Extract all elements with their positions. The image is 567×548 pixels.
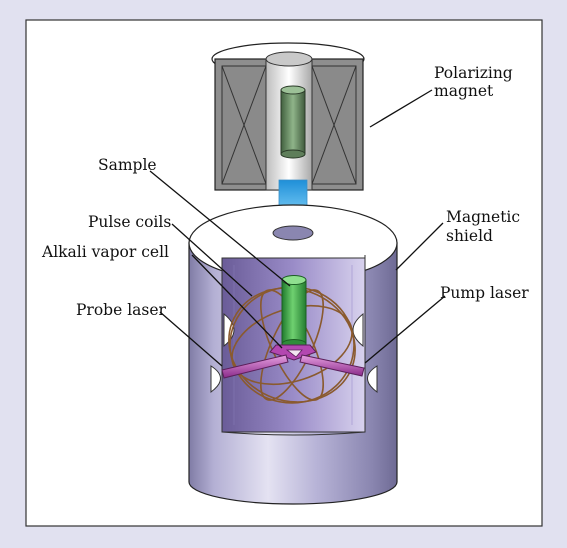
pump-laser bbox=[299, 354, 365, 377]
label-magnetic-shield-line1: Magnetic bbox=[446, 208, 520, 226]
leader-pump-laser bbox=[364, 295, 446, 364]
probe-laser bbox=[221, 354, 289, 379]
leader-magnetic-shield bbox=[395, 222, 444, 271]
label-alkali-vapor-cell: Alkali vapor cell bbox=[41, 243, 169, 261]
label-probe-laser: Probe laser bbox=[76, 301, 167, 319]
label-pump-laser: Pump laser bbox=[440, 284, 529, 302]
label-pulse-coils: Pulse coils bbox=[88, 213, 171, 231]
label-polarizing-magnet-line2: magnet bbox=[434, 82, 494, 100]
leader-lines bbox=[149, 89, 446, 367]
label-polarizing-magnet-line1: Polarizing bbox=[434, 64, 513, 82]
label-sample: Sample bbox=[98, 156, 157, 174]
leader-alkali-vapor-cell bbox=[191, 254, 283, 349]
sample-tube-in-magnet bbox=[280, 85, 306, 159]
polarizing-magnet bbox=[211, 42, 365, 191]
leader-sample bbox=[149, 170, 291, 287]
leader-polarizing-magnet bbox=[369, 89, 433, 128]
leader-pulse-coils bbox=[171, 223, 253, 297]
leader-probe-laser bbox=[159, 311, 223, 367]
label-magnetic-shield-line2: shield bbox=[446, 227, 493, 245]
sample-tube bbox=[281, 275, 307, 349]
